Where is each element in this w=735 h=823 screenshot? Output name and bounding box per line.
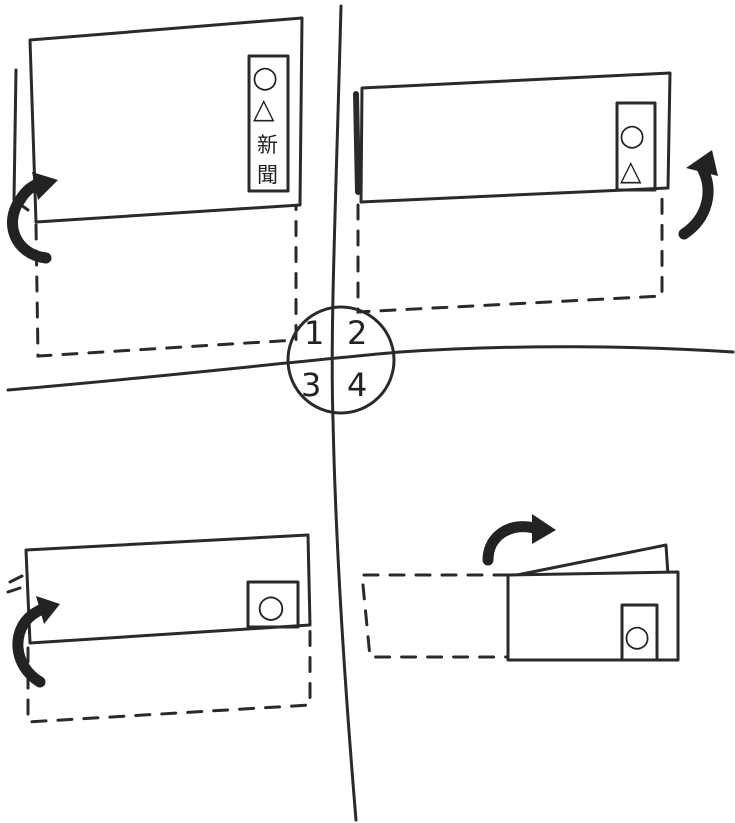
step-number-1: 1 (304, 314, 324, 352)
step-2-panel: ○ △ (353, 71, 718, 314)
step-1-newspaper-sheet (28, 16, 304, 224)
step-4-masthead-box: ○ (620, 603, 659, 662)
step-number-2: 2 (347, 314, 367, 352)
step-number-3: 3 (301, 366, 321, 404)
step-3-outline-dashed (26, 623, 312, 724)
masthead-kanji-shin: 新 (257, 133, 278, 157)
masthead-circle-icon: ○ (257, 587, 285, 625)
step-3-masthead-box: ○ (246, 580, 300, 629)
step-4-newspaper-sheet (506, 570, 680, 662)
step-3-back-page-edges (6, 574, 24, 594)
step-3-fold-arrow-icon (12, 596, 60, 688)
masthead-circle-icon: ○ (624, 619, 650, 654)
step-2-left-thick-edge (353, 91, 361, 195)
horizontal-divider (6, 345, 735, 392)
step-1-outline-dashed (34, 203, 298, 358)
step-4-fold-arrow-icon (482, 514, 556, 566)
step-1-fold-arrow-icon (7, 172, 58, 264)
step-3-panel: ○ (6, 533, 312, 724)
step-2-masthead-box: ○ △ (615, 101, 657, 192)
step-2-fold-arrow-icon (678, 150, 718, 240)
step-4-panel: ○ (360, 514, 680, 662)
step-number-4: 4 (347, 366, 367, 404)
vertical-divider (330, 4, 358, 822)
masthead-circle-icon: ○ (619, 118, 645, 153)
step-4-outline-dashed (360, 573, 510, 659)
masthead-kanji-bun: 聞 (257, 163, 278, 187)
step-1-panel: ○ △ 新 聞 (7, 16, 304, 358)
step-1-masthead-box: ○ △ 新 聞 (247, 54, 290, 193)
masthead-triangle-icon: △ (620, 154, 642, 187)
step-2-newspaper-sheet (359, 71, 672, 204)
step-2-outline-dashed (356, 190, 664, 314)
step-number-circle: 1 2 3 4 (286, 305, 396, 415)
masthead-triangle-icon: △ (253, 92, 275, 125)
masthead-circle-icon: ○ (252, 60, 278, 95)
